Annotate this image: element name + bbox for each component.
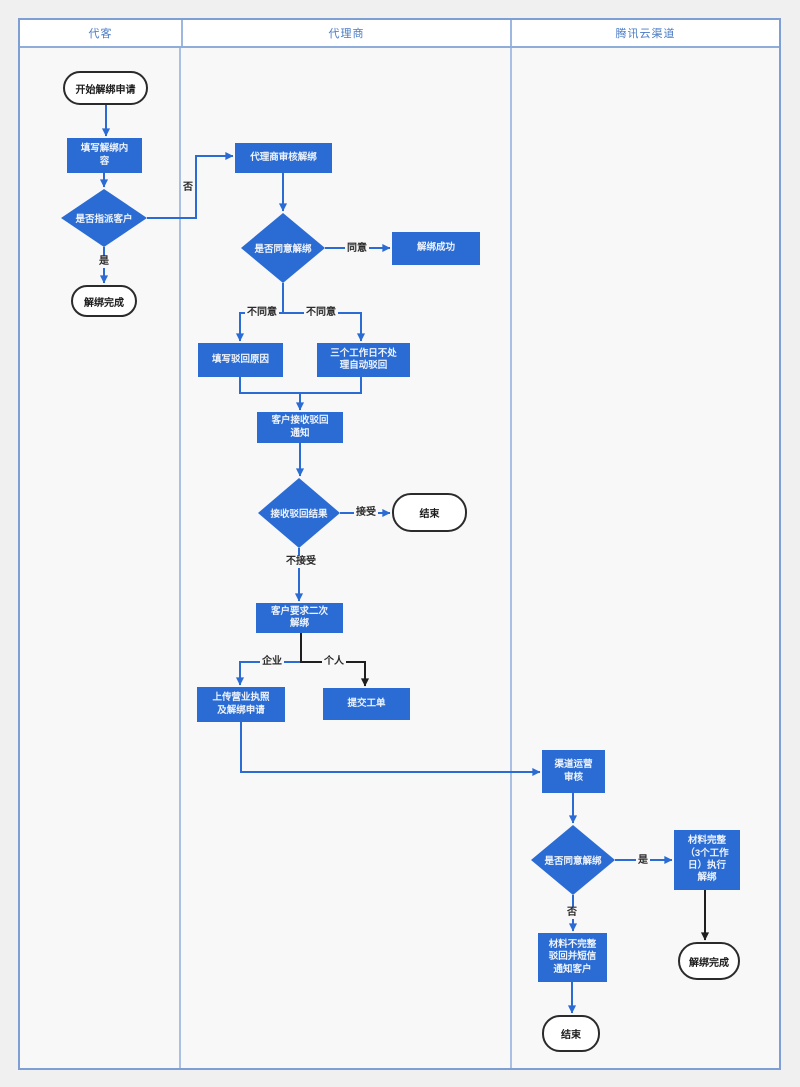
swimlane-header: 代客 代理商 腾讯云渠道 [20, 20, 779, 48]
lane-divider-1 [179, 48, 181, 1068]
edge-label-disagree-right: 不同意 [304, 307, 338, 319]
terminator-done-left: 解绑完成 [71, 285, 137, 317]
edge-label-disagree-left: 不同意 [245, 307, 279, 319]
process-auto-reject: 三个工作日不处 理自动驳回 [317, 343, 410, 377]
edge-label-agree: 同意 [345, 243, 369, 255]
process-fill-content: 填写解绑内 容 [67, 138, 142, 173]
process-submit-ticket: 提交工单 [323, 688, 410, 720]
lane-header-customer: 代客 [88, 28, 113, 40]
terminator-done-right: 解绑完成 [678, 942, 740, 980]
process-reject-notice: 客户接收驳回 通知 [257, 412, 343, 443]
process-upload-license: 上传营业执照 及解绑申请 [197, 687, 285, 722]
edge-label-yes1: 是 [97, 256, 111, 268]
lane-header-agent: 代理商 [181, 20, 512, 46]
edge-label-yes2: 是 [636, 855, 650, 867]
edge-label-personal: 个人 [322, 656, 346, 668]
swimlane-table: 代客 代理商 腾讯云渠道 [18, 18, 781, 1070]
terminator-end-right: 结束 [542, 1015, 600, 1052]
edge-label-no2: 否 [565, 907, 579, 919]
lane-header-tencent-channel: 腾讯云渠道 [615, 28, 676, 40]
terminator-start: 开始解绑申请 [63, 71, 148, 105]
process-second-unbind: 客户要求二次 解绑 [256, 603, 343, 633]
process-unbind-success: 解绑成功 [392, 232, 480, 265]
process-material-complete: 材料完整 （3个工作 日）执行 解绑 [674, 830, 740, 890]
edge-label-not-accept: 不接受 [284, 556, 318, 568]
process-material-incomplete: 材料不完整 驳回并短信 通知客户 [538, 933, 607, 982]
edge-label-enterprise: 企业 [260, 656, 284, 668]
edge-label-no1: 否 [181, 182, 195, 194]
process-agent-review: 代理商审核解绑 [235, 143, 332, 173]
process-channel-review: 渠道运营 审核 [542, 750, 605, 793]
process-fill-reject-reason: 填写驳回原因 [198, 343, 283, 377]
terminator-end-middle: 结束 [392, 493, 467, 532]
edge-label-accept: 接受 [354, 507, 378, 519]
lane-divider-2 [510, 48, 512, 1068]
